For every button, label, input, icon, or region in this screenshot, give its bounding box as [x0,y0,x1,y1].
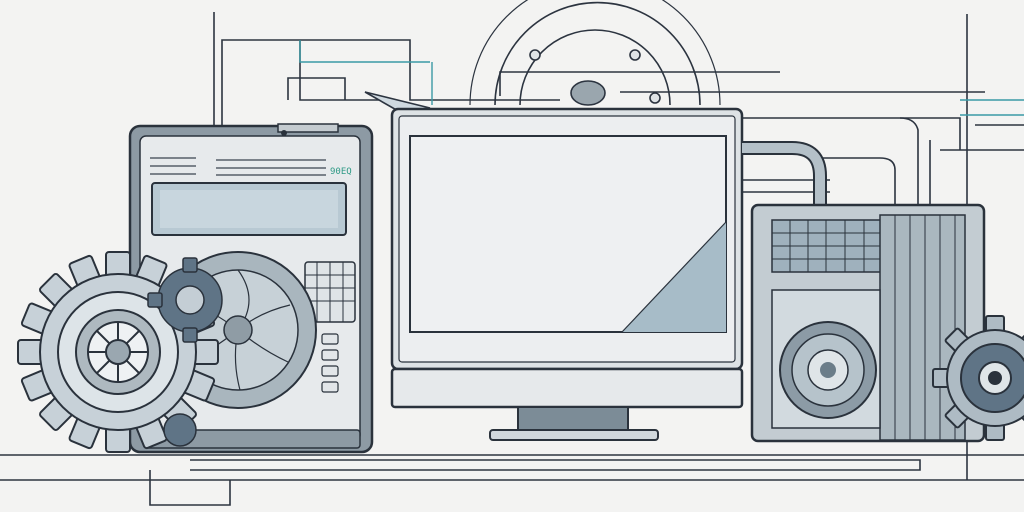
rear-rotor [364,0,721,113]
display-readout: 90EQ [330,167,352,177]
right-device [750,203,986,443]
left-gear [17,251,223,453]
right-fan [779,321,877,419]
monitor-base [489,429,659,441]
right-gear [932,315,1024,441]
monitor [390,107,827,441]
accent-wires [299,40,1024,116]
side-buttons [321,333,339,393]
label-strip [150,157,326,176]
